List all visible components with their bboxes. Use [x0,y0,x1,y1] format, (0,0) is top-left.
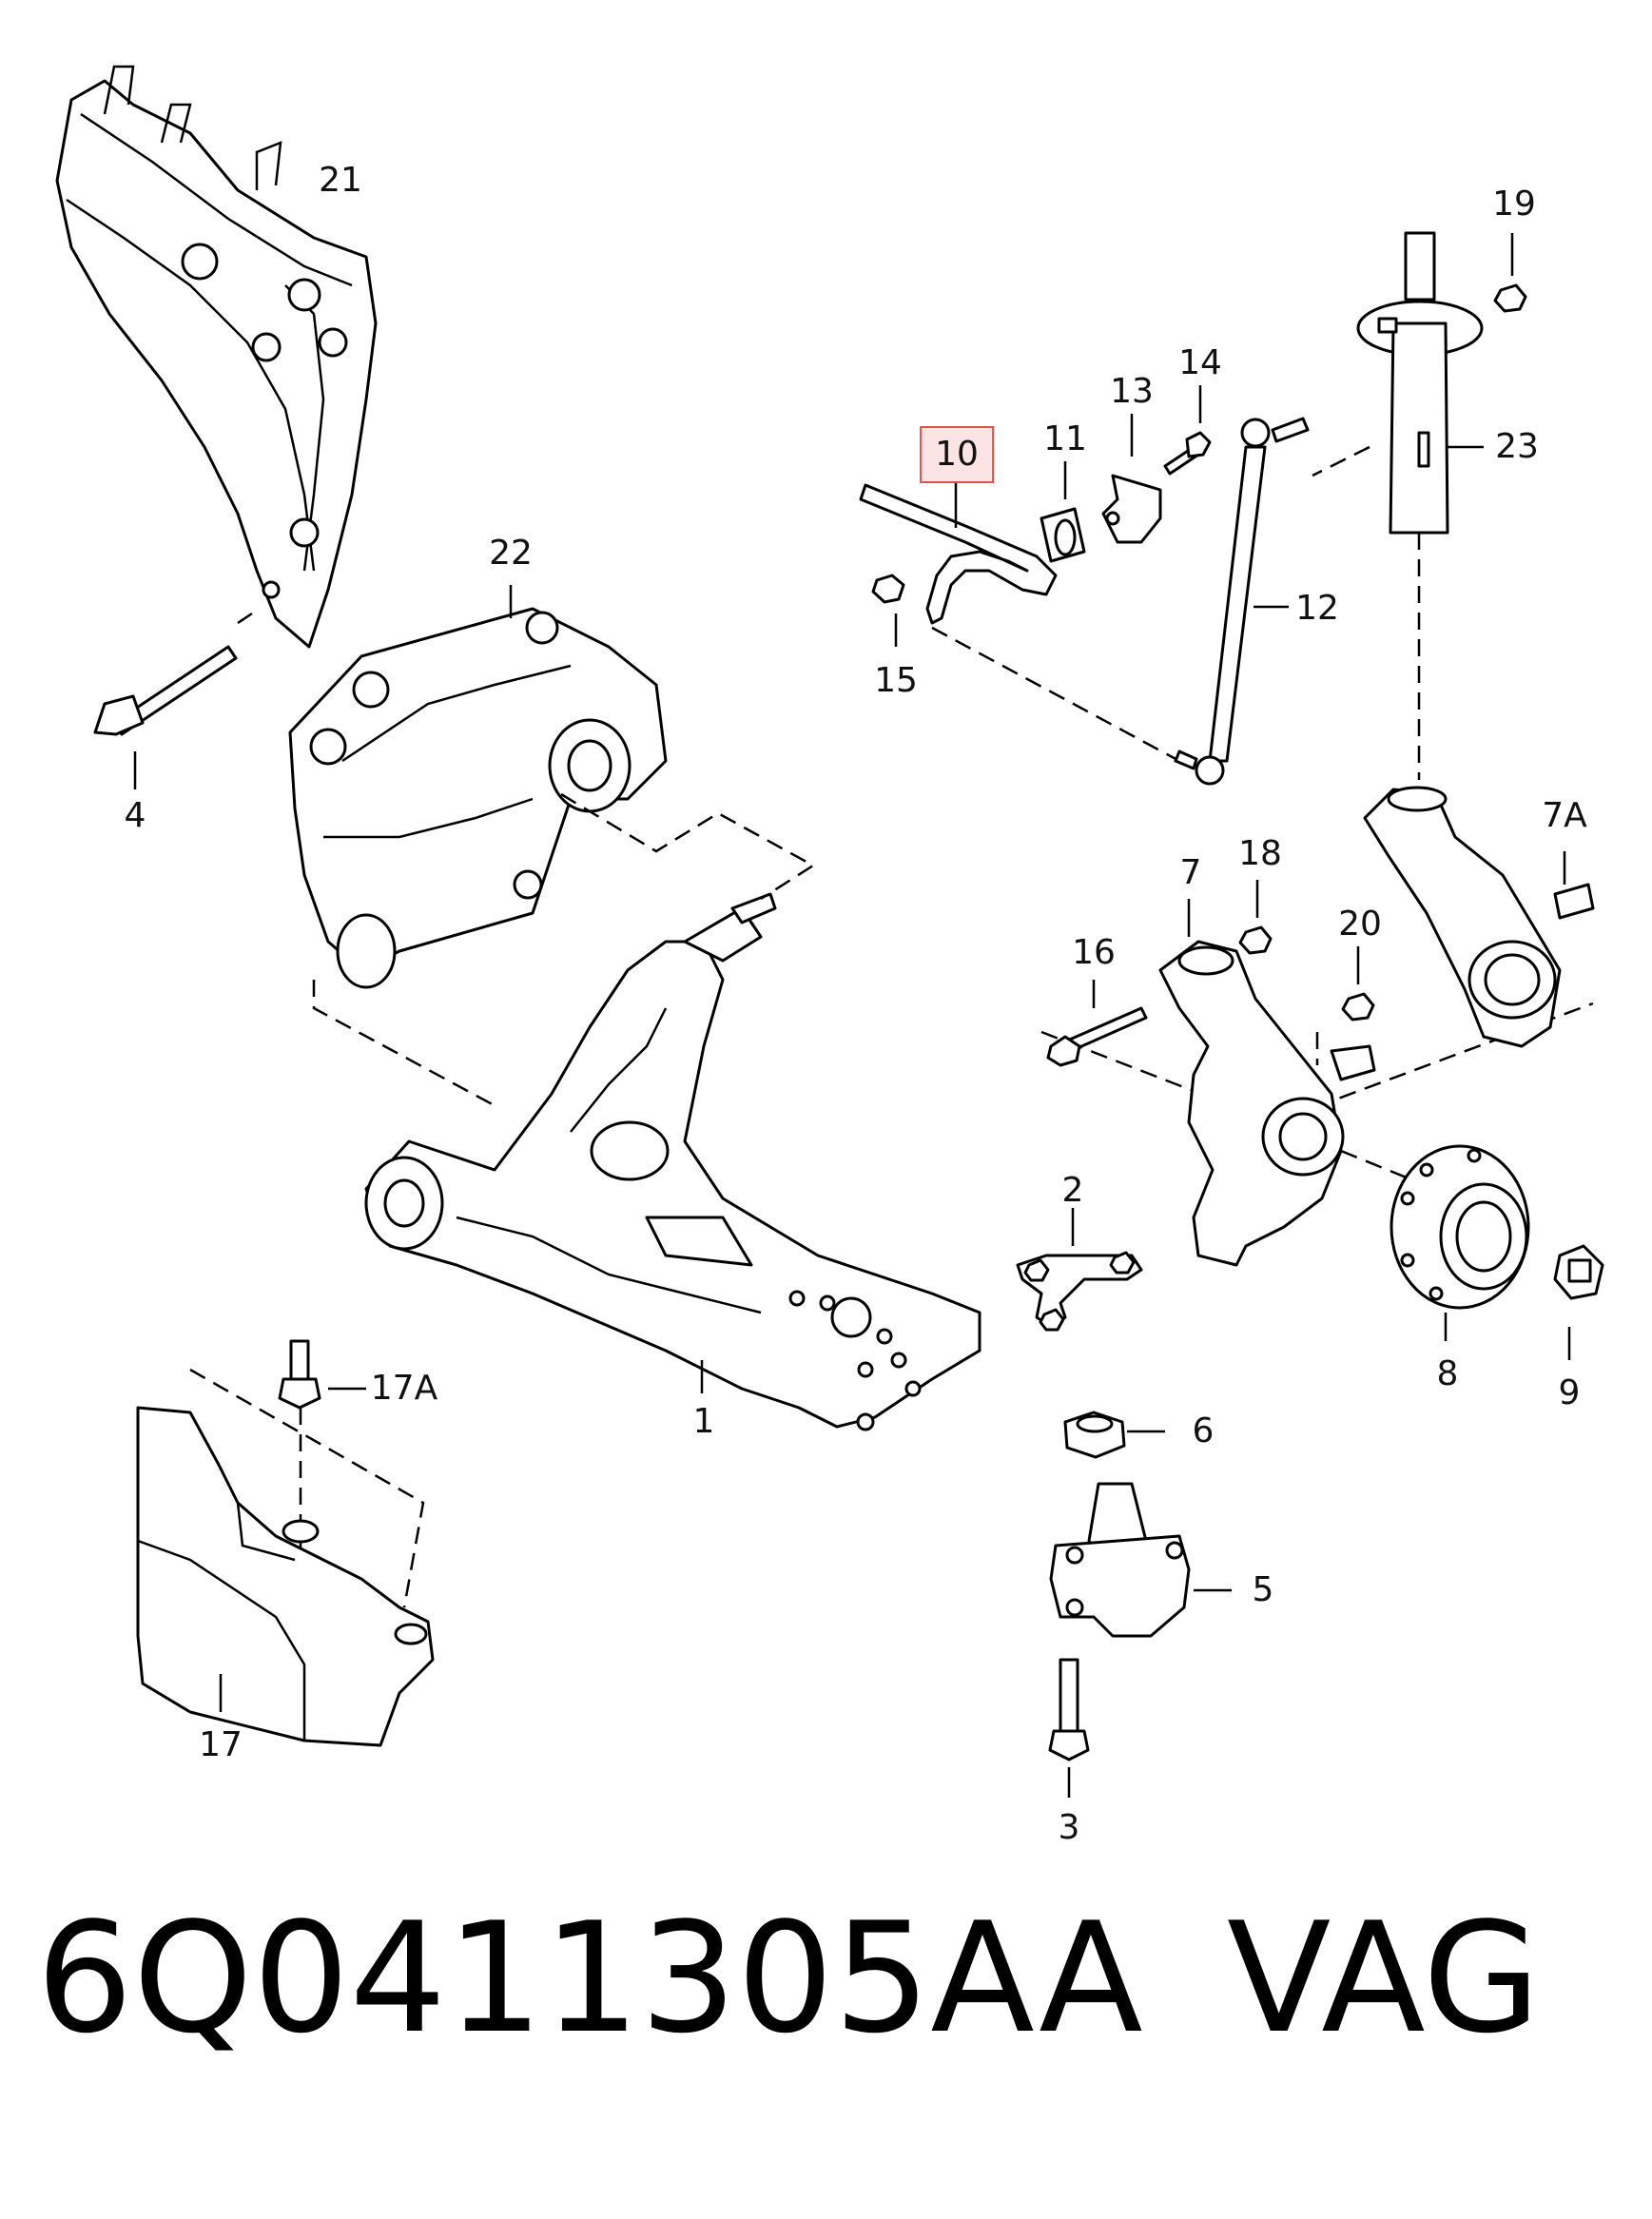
part-number: 6Q0411305AA [36,1889,1143,2067]
callout-2: 2 [1061,1171,1084,1210]
callout-17a: 19 [1492,185,1536,224]
part-4-bolt [93,612,253,789]
part-9-hub-bolt [1553,1244,1604,1360]
part-10-stabilizer-bar [859,476,1058,625]
callout-22: 21 [319,161,362,200]
part-23-bracket [288,585,668,989]
callout-7a: 7A [1542,796,1587,835]
callout-7: 7 [1179,853,1202,892]
part-3-bolt [1048,1658,1090,1798]
callout-5: 5 [1252,1570,1274,1609]
part-17a-nut [1493,233,1527,313]
brand-name: VAG [1227,1889,1541,2067]
part-7a-knuckle [1363,786,1595,1048]
part-11-bush [1040,461,1086,563]
part-6-nut [1063,1411,1165,1459]
callout-19: 17 [199,1725,243,1764]
part-1-control-arm [364,892,981,1431]
part-17-nut [1238,880,1273,955]
part-14-bolt [1163,385,1212,476]
callout-8: 8 [1436,1354,1459,1393]
part-19-cover [136,1406,435,1747]
part-22-subframe [55,65,378,649]
part-12-coupling-rod [1174,417,1310,786]
callout-9: 9 [1558,1373,1581,1412]
callout-20: 17A [370,1369,438,1408]
part-20-bolt [278,1339,366,1410]
part-2-retaining-plate [1016,1208,1143,1332]
callout-16: 16 [1072,933,1116,972]
part-7-knuckle [1158,899,1376,1267]
part-8-wheel-hub [1390,1144,1530,1341]
callout-21: 23 [1495,427,1539,466]
part-21-shock-absorber [1356,231,1484,535]
callout-1: 1 [692,1402,715,1441]
callout-15: 15 [874,661,918,700]
callout-3: 3 [1058,1808,1080,1847]
part-15-nut [871,574,905,647]
callout-13: 13 [1110,372,1154,411]
callout-10-highlighted: 10 [920,426,994,483]
part-16-bolt [1046,980,1148,1067]
callout-17: 18 [1238,834,1282,873]
callout-4: 4 [124,796,146,835]
callout-12: 12 [1295,589,1339,628]
callout-11: 11 [1043,419,1087,458]
callout-14: 14 [1178,343,1222,382]
part-13-clamp [1101,414,1162,544]
part-5-ball-joint [1049,1482,1232,1638]
callout-18: 20 [1338,905,1382,944]
callout-23: 22 [489,534,533,573]
assembly-lines [189,445,1594,1608]
part-18-nut [1341,946,1375,1022]
callout-6: 6 [1192,1411,1215,1450]
